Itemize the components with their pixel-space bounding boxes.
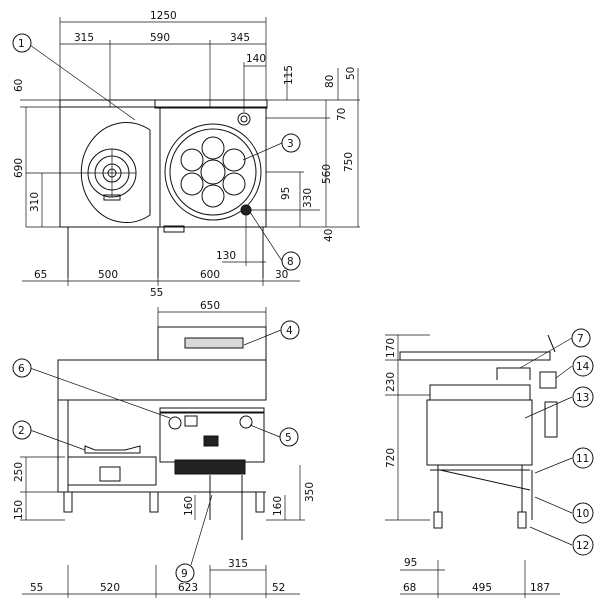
svg-text:52: 52 [272,582,285,594]
dim-top-overall: 1250 [150,10,177,22]
callout-11 [572,447,594,469]
callout-7 [571,328,591,348]
callout-8 [281,251,301,271]
svg-text:623: 623 [178,582,198,594]
svg-text:5: 5 [285,432,292,444]
svg-text:7: 7 [577,333,584,345]
svg-text:315: 315 [74,32,94,44]
svg-text:330: 330 [302,188,314,208]
svg-text:495: 495 [472,582,492,594]
top-view: 1250 315 590 345 140 115 80 50 70 560 75… [13,10,360,299]
callout-6 [12,358,32,378]
svg-text:10: 10 [576,508,589,520]
svg-text:1: 1 [18,38,25,50]
svg-text:315: 315 [228,558,248,570]
svg-text:187: 187 [530,582,550,594]
svg-text:650: 650 [200,300,220,312]
svg-text:12: 12 [576,540,589,552]
top-cabinet [159,106,267,228]
svg-text:65: 65 [34,269,47,281]
svg-text:50: 50 [345,67,357,80]
callout-labels: 1 2 3 4 5 6 7 8 9 10 11 12 [12,33,594,583]
svg-text:140: 140 [246,53,266,65]
svg-text:55: 55 [150,287,163,299]
svg-text:750: 750 [343,152,355,172]
svg-text:11: 11 [576,453,589,465]
svg-text:9: 9 [181,568,188,580]
svg-text:68: 68 [403,582,416,594]
callout-10 [572,502,594,524]
svg-text:70: 70 [336,108,348,121]
front-burner [67,456,157,486]
svg-text:4: 4 [286,325,293,337]
svg-text:115: 115 [283,65,295,85]
callout-4 [280,320,300,340]
svg-text:8: 8 [287,256,294,268]
svg-text:500: 500 [98,269,118,281]
svg-text:160: 160 [272,496,284,516]
svg-text:13: 13 [576,392,589,404]
callout-2 [12,420,32,440]
svg-text:6: 6 [18,363,25,375]
callout-3 [281,133,301,153]
svg-text:30: 30 [275,269,288,281]
top-boiler [164,123,262,221]
callout-14 [572,355,594,377]
side-body [426,399,533,466]
svg-text:160: 160 [183,496,195,516]
svg-text:40: 40 [323,229,335,242]
svg-text:55: 55 [30,582,43,594]
svg-text:230: 230 [385,372,397,392]
svg-text:310: 310 [29,192,41,212]
svg-text:80: 80 [324,75,336,88]
svg-text:720: 720 [385,448,397,468]
svg-text:130: 130 [216,250,236,262]
svg-text:590: 590 [150,32,170,44]
svg-text:250: 250 [13,462,25,482]
svg-text:600: 600 [200,269,220,281]
svg-text:690: 690 [13,158,25,178]
svg-text:520: 520 [100,582,120,594]
svg-text:560: 560 [321,164,333,184]
callout-5 [279,427,299,447]
callout-9 [175,563,195,583]
callout-12 [572,534,594,556]
svg-text:3: 3 [287,138,294,150]
side-view: 170 230 720 95 68 495 187 [385,334,560,598]
svg-text:2: 2 [18,425,25,437]
svg-text:150: 150 [13,500,25,520]
callout-13 [572,386,594,408]
svg-text:170: 170 [385,338,397,358]
svg-text:14: 14 [576,361,590,373]
top-left-burner-panel [59,106,161,228]
callout-1 [12,33,32,53]
svg-text:60: 60 [13,79,25,92]
svg-text:350: 350 [304,482,316,502]
svg-text:345: 345 [230,32,250,44]
front-view: 650 250 150 160 [13,300,316,598]
svg-text:95: 95 [280,187,292,200]
svg-text:95: 95 [404,557,417,569]
